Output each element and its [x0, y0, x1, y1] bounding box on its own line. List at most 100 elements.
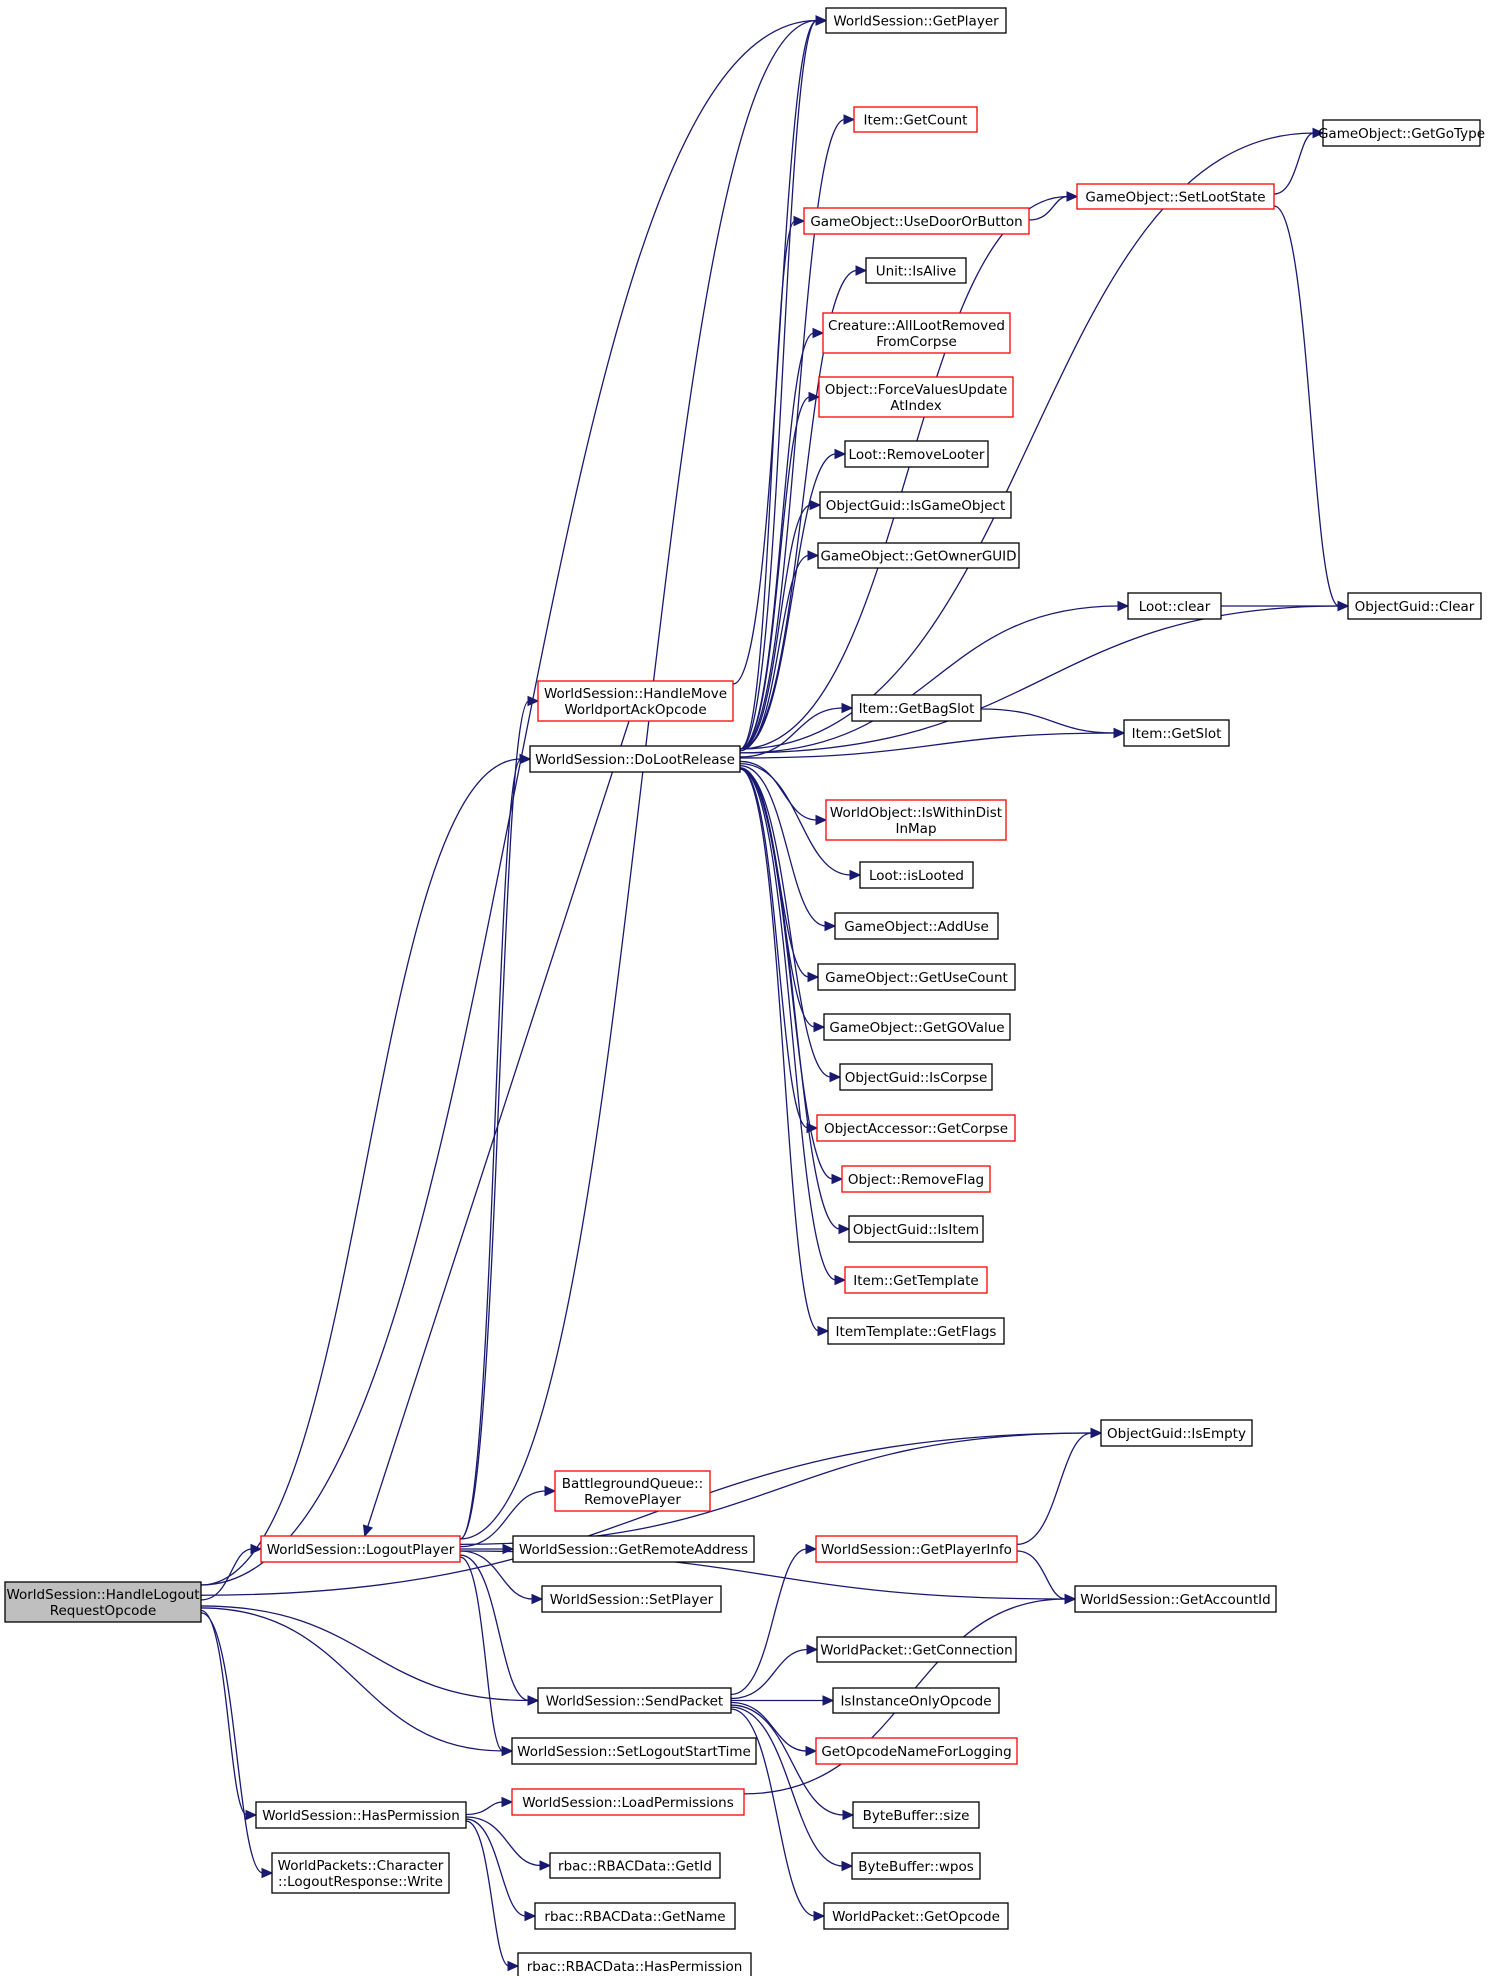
- node-label: rbac::RBACData::HasPermission: [527, 1959, 743, 1975]
- node-box: [803, 207, 1030, 235]
- node-box: [260, 1535, 461, 1563]
- node-sendPacket[interactable]: WorldSession::SendPacket: [537, 1687, 732, 1714]
- node-setLogoutStartTime[interactable]: WorldSession::SetLogoutStartTime: [511, 1737, 757, 1765]
- node-guidIsEmpty[interactable]: ObjectGuid::IsEmpty: [1100, 1419, 1253, 1447]
- node-goGetGoType[interactable]: GameObject::GetGoType: [1318, 119, 1485, 147]
- node-lootRemoveLooter[interactable]: Loot::RemoveLooter: [844, 440, 989, 468]
- node-box: [517, 1952, 752, 1976]
- node-bgqRemovePlayer[interactable]: BattlegroundQueue::RemovePlayer: [554, 1470, 711, 1512]
- node-box: [529, 745, 741, 773]
- node-goUseDoorOrButton[interactable]: GameObject::UseDoorOrButton: [803, 207, 1030, 235]
- node-rbacGetName[interactable]: rbac::RBACData::GetName: [534, 1902, 736, 1930]
- node-goGetGOValue[interactable]: GameObject::GetGOValue: [823, 1013, 1011, 1041]
- node-label: WorldObject::IsWithinDist: [830, 805, 1002, 821]
- node-box: [851, 694, 982, 722]
- edge-doLootRelease-to-guidIsItem: [739, 768, 841, 1230]
- node-guidIsGameObject[interactable]: ObjectGuid::IsGameObject: [819, 491, 1012, 519]
- node-box: [554, 1470, 711, 1512]
- node-goGetOwnerGUID[interactable]: GameObject::GetOwnerGUID: [817, 542, 1020, 569]
- node-getPlayerInfo[interactable]: WorldSession::GetPlayerInfo: [815, 1535, 1018, 1563]
- node-doLootRelease[interactable]: WorldSession::DoLootRelease: [529, 745, 741, 773]
- node-label: WorldSession::LoadPermissions: [522, 1795, 734, 1811]
- node-label: ObjectGuid::Clear: [1355, 599, 1475, 615]
- node-box: [819, 491, 1012, 519]
- node-hasPermission[interactable]: WorldSession::HasPermission: [255, 1801, 467, 1829]
- edge-doLootRelease-to-oaGetCorpse: [739, 768, 809, 1129]
- arrowhead-sendPacket-to-getOpcodeName: [805, 1745, 818, 1757]
- node-itemGetCount[interactable]: Item::GetCount: [853, 106, 978, 133]
- node-oaGetCorpse[interactable]: ObjectAccessor::GetCorpse: [816, 1114, 1016, 1142]
- node-isInstanceOnly[interactable]: IsInstanceOnlyOpcode: [832, 1687, 1000, 1714]
- node-handleMove[interactable]: WorldSession::HandleMoveWorldportAckOpco…: [537, 680, 734, 722]
- node-setPlayer[interactable]: WorldSession::SetPlayer: [541, 1585, 722, 1613]
- node-itGetFlags[interactable]: ItemTemplate::GetFlags: [827, 1317, 1005, 1345]
- node-box: [817, 963, 1016, 991]
- edge-sendPacket-to-wpGetOpcode: [730, 1708, 816, 1917]
- edge-doLootRelease-to-lootRemoveLooter: [739, 453, 837, 750]
- node-guidIsItem[interactable]: ObjectGuid::IsItem: [848, 1215, 984, 1243]
- arrowhead-sendPacket-to-bbSize: [842, 1809, 855, 1821]
- node-label: InMap: [895, 821, 936, 837]
- edge-doLootRelease-to-goAddUse: [739, 765, 827, 927]
- node-itemGetTemplate[interactable]: Item::GetTemplate: [844, 1266, 988, 1294]
- node-bbWpos[interactable]: ByteBuffer::wpos: [851, 1852, 981, 1880]
- node-itemGetBagSlot[interactable]: Item::GetBagSlot: [851, 694, 982, 722]
- arrowhead-logoutPlayer-to-setLogoutStartTime: [501, 1745, 514, 1757]
- arrowhead-doLootRelease-to-lootClear: [1117, 600, 1130, 612]
- node-wpGetOpcode[interactable]: WorldPacket::GetOpcode: [823, 1902, 1009, 1930]
- node-label: GameObject::AddUse: [844, 919, 989, 935]
- node-bbSize[interactable]: ByteBuffer::size: [852, 1801, 980, 1829]
- node-label: WorldPackets::Character: [278, 1858, 444, 1874]
- node-box: [815, 1737, 1018, 1765]
- edge-hasPermission-to-rbacHasPermission: [465, 1820, 510, 1967]
- node-label: WorldSession::DoLootRelease: [535, 752, 735, 768]
- node-logoutResponseWrite[interactable]: WorldPackets::Character::LogoutResponse:…: [271, 1852, 450, 1894]
- node-getOpcodeName[interactable]: GetOpcodeNameForLogging: [815, 1737, 1018, 1765]
- node-label: Item::GetCount: [864, 113, 968, 129]
- node-goGetUseCount[interactable]: GameObject::GetUseCount: [817, 963, 1016, 991]
- node-guidClear[interactable]: ObjectGuid::Clear: [1347, 592, 1482, 620]
- node-lootIsLooted[interactable]: Loot::isLooted: [859, 861, 974, 889]
- node-getAccountId[interactable]: WorldSession::GetAccountId: [1074, 1585, 1277, 1613]
- node-goSetLootState[interactable]: GameObject::SetLootState: [1076, 183, 1275, 210]
- arrowhead-itemGetBagSlot-to-itemGetSlot: [1113, 727, 1126, 739]
- arrowhead-doLootRelease-to-itGetFlags: [817, 1325, 830, 1337]
- node-rbacGetId[interactable]: rbac::RBACData::GetId: [549, 1852, 721, 1879]
- node-guidIsCorpse[interactable]: ObjectGuid::IsCorpse: [839, 1063, 993, 1091]
- node-box: [818, 376, 1014, 418]
- edge-logoutPlayer-to-getPlayer: [459, 19, 818, 1540]
- arrowhead-lootClear-to-guidClear: [1337, 600, 1350, 612]
- node-getRemoteAddress[interactable]: WorldSession::GetRemoteAddress: [512, 1535, 755, 1563]
- node-unitIsAlive[interactable]: Unit::IsAlive: [865, 257, 967, 284]
- edge-logoutPlayer-to-setLogoutStartTime: [459, 1556, 504, 1752]
- edge-root-to-guidIsEmpty: [200, 1432, 1093, 1596]
- edge-doLootRelease-to-goGetOwnerGUID: [739, 554, 810, 752]
- edge-doLootRelease-to-itemGetSlot: [739, 732, 1116, 759]
- edge-doLootRelease-to-guidClear: [739, 605, 1340, 754]
- arrowhead-sendPacket-to-wpGetConnection: [806, 1644, 819, 1655]
- arrowhead-logoutPlayer-to-doLootRelease: [519, 753, 532, 765]
- arrowhead-logoutPlayer-to-sendPacket: [527, 1695, 540, 1706]
- node-box: [4, 1581, 202, 1623]
- node-label: ItemTemplate::GetFlags: [836, 1324, 997, 1340]
- arrowhead-loadPermissions-to-getAccountId: [1064, 1593, 1077, 1605]
- node-rbacHasPermission[interactable]: rbac::RBACData::HasPermission: [517, 1952, 752, 1976]
- node-box: [822, 312, 1011, 354]
- node-box: [1074, 1585, 1277, 1613]
- node-logoutPlayer[interactable]: WorldSession::LogoutPlayer: [260, 1535, 461, 1563]
- node-objRemoveFlag[interactable]: Object::RemoveFlag: [841, 1165, 991, 1193]
- node-loadPermissions[interactable]: WorldSession::LoadPermissions: [511, 1788, 745, 1816]
- node-box: [853, 106, 978, 133]
- node-goAddUse[interactable]: GameObject::AddUse: [834, 912, 999, 940]
- arrowhead-logoutPlayer-to-bgqRemovePlayer: [544, 1485, 557, 1497]
- node-wpGetConnection[interactable]: WorldPacket::GetConnection: [816, 1636, 1017, 1663]
- node-lootClear[interactable]: Loot::clear: [1127, 592, 1222, 620]
- node-getPlayer[interactable]: WorldSession::GetPlayer: [825, 7, 1007, 34]
- node-box: [537, 1687, 732, 1714]
- arrowhead-doLootRelease-to-objRemoveFlag: [831, 1173, 844, 1185]
- node-itemGetSlot[interactable]: Item::GetSlot: [1123, 719, 1230, 747]
